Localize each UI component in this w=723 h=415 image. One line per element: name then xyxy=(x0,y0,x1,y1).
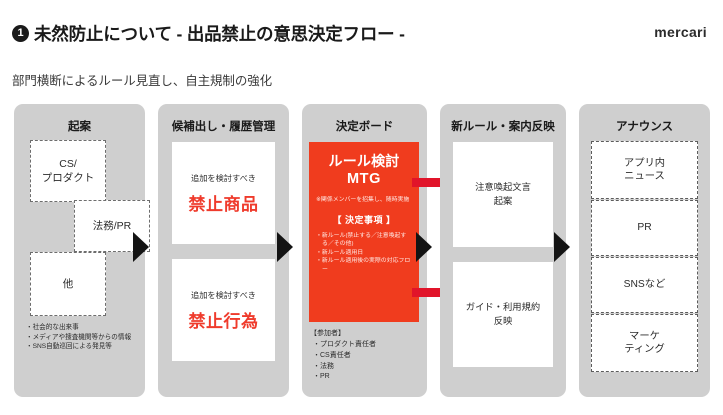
mtg-title-line2: MTG xyxy=(346,170,381,187)
box-prohibited-items-sub: 追加を検討すべき xyxy=(191,173,256,183)
box-in-app-news: アプリ内 ニュース xyxy=(591,141,698,199)
slide-header: 1 未然防止について - 出品禁止の意思決定フロー - mercari 部門横断… xyxy=(0,0,723,100)
participant-item: CS責任者 xyxy=(320,351,422,362)
title-number-badge: 1 xyxy=(12,25,29,42)
box-caution-wording-label: 注意喚起文言 起案 xyxy=(475,182,531,206)
mtg-note: ※関係メンバーを招集し、随時実施 xyxy=(316,196,410,203)
participant-item: プロダクト責任者 xyxy=(320,340,422,351)
participants-heading: 【参加者】 xyxy=(310,330,345,337)
mtg-decision-item: 新ルール(禁止する／注意喚起する／その他) xyxy=(322,232,412,249)
mtg-decision-item: 新ルール適用日 xyxy=(322,249,412,258)
flow-column-new-rule: 新ルール・案内反映 注意喚起文言 起案 ガイド・利用規約 反映 xyxy=(440,104,566,397)
right-triangle-icon xyxy=(416,232,432,262)
right-triangle-icon xyxy=(277,232,293,262)
box-prohibited-items-main: 禁止商品 xyxy=(188,194,259,214)
box-sns: SNSなど xyxy=(591,257,698,313)
rule-review-mtg-card: ルール検討 MTG ※関係メンバーを招集し、随時実施 【 決定事項 】 新ルール… xyxy=(309,142,419,322)
mtg-decisions-heading: 【 決定事項 】 xyxy=(332,214,396,225)
page-title: 未然防止について - 出品禁止の意思決定フロー - xyxy=(34,24,405,44)
box-prohibited-items: 追加を検討すべき 禁止商品 xyxy=(172,142,275,244)
box-guide-terms-label: ガイド・利用規約 反映 xyxy=(465,302,541,326)
title-row: 1 未然防止について - 出品禁止の意思決定フロー - xyxy=(12,21,405,46)
column-title-kian: 起案 xyxy=(68,121,91,133)
right-triangle-icon xyxy=(133,232,149,262)
origin-note-item: メディアや捜査機関等からの情報 xyxy=(33,333,144,343)
box-other: 他 xyxy=(30,252,106,316)
box-prohibited-acts-main: 禁止行為 xyxy=(188,311,259,331)
flow-column-announce: アナウンス アプリ内 ニュース PR SNSなど マーケ ティング xyxy=(579,104,710,397)
box-cs-product: CS/ プロダクト xyxy=(30,140,106,202)
right-triangle-icon xyxy=(554,232,570,262)
column-title-new-rule: 新ルール・案内反映 xyxy=(451,121,555,133)
participant-item: 法務 xyxy=(320,362,422,373)
mtg-decisions-list: 新ルール(禁止する／注意喚起する／その他) 新ルール適用日 新ルール適用後の実際… xyxy=(316,232,412,275)
box-marketing: マーケ ティング xyxy=(591,314,698,372)
column-title-decision-board: 決定ボード xyxy=(335,121,394,133)
box-in-app-news-label: アプリ内 ニュース xyxy=(623,157,666,182)
flow-column-kian: 起案 CS/ プロダクト 法務/PR 他 社会的な出来事 メディアや捜査機関等か… xyxy=(14,104,150,397)
column-title-announce: アナウンス xyxy=(615,121,674,133)
box-prohibited-acts: 追加を検討すべき 禁止行為 xyxy=(172,259,275,361)
box-guide-terms: ガイド・利用規約 反映 xyxy=(453,262,553,367)
mtg-decision-item: 新ルール適用後の実際の対応フロー xyxy=(322,257,412,274)
mtg-title-line1: ルール検討 xyxy=(328,153,400,169)
box-prohibited-acts-sub: 追加を検討すべき xyxy=(191,290,256,300)
flow-column-decision-board: 決定ボード ルール検討 MTG ※関係メンバーを招集し、随時実施 【 決定事項 … xyxy=(302,104,427,397)
box-pr: PR xyxy=(591,200,698,256)
participant-item: PR xyxy=(320,372,422,383)
box-cs-product-label: CS/ プロダクト xyxy=(41,157,95,184)
origin-notes-list: 社会的な出来事 メディアや捜査機関等からの情報 SNS自動巡回による発見等 xyxy=(26,323,144,352)
origin-note-item: SNS自動巡回による発見等 xyxy=(33,342,144,352)
box-caution-wording: 注意喚起文言 起案 xyxy=(453,142,553,247)
column-title-kouhodashi: 候補出し・履歴管理 xyxy=(171,121,276,133)
box-marketing-label: マーケ ティング xyxy=(624,330,665,355)
mercari-logo: mercari xyxy=(654,24,707,40)
decision-flow-diagram: 起案 CS/ プロダクト 法務/PR 他 社会的な出来事 メディアや捜査機関等か… xyxy=(0,104,723,404)
box-legal-pr: 法務/PR xyxy=(74,200,150,252)
flow-column-kouhodashi: 候補出し・履歴管理 追加を検討すべき 禁止商品 追加を検討すべき 禁止行為 xyxy=(158,104,289,397)
slide-subtitle: 部門横断によるルール見直し、自主規制の強化 xyxy=(12,74,273,88)
origin-note-item: 社会的な出来事 xyxy=(33,323,144,333)
participants-block: 【参加者】 プロダクト責任者 CS責任者 法務 PR xyxy=(310,329,422,383)
